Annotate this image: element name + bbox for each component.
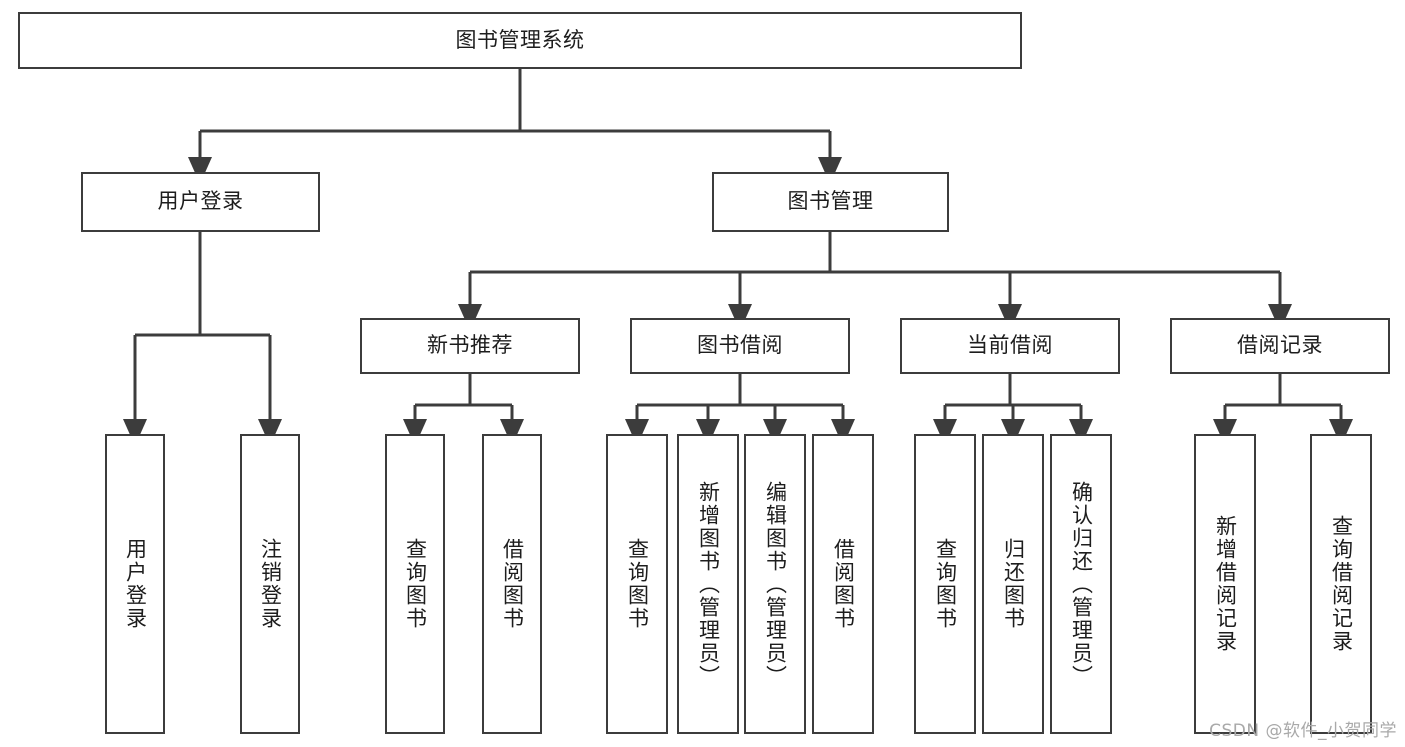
node-book-manage[interactable]: 图书管理: [712, 172, 949, 232]
node-leaf-add-record[interactable]: 新增借阅记录: [1194, 434, 1256, 734]
node-new-book-recommend-label: 新书推荐: [427, 333, 513, 358]
node-leaf-return-book[interactable]: 归还图书: [982, 434, 1044, 734]
node-root-label: 图书管理系统: [455, 27, 585, 52]
node-leaf-user-login-label: 用户登录: [123, 538, 148, 630]
node-leaf-confirm-return-label: 确认归还（管理员）: [1069, 480, 1094, 688]
node-user-login[interactable]: 用户登录: [81, 172, 320, 232]
node-leaf-logout-label: 注销登录: [258, 538, 283, 630]
node-leaf-add-book-label: 新增图书（管理员）: [696, 480, 721, 688]
node-leaf-borrow-book-1[interactable]: 借阅图书: [482, 434, 542, 734]
node-borrow-record[interactable]: 借阅记录: [1170, 318, 1390, 374]
node-leaf-borrow-book-2-label: 借阅图书: [831, 538, 856, 630]
node-leaf-return-book-label: 归还图书: [1001, 538, 1026, 630]
node-root[interactable]: 图书管理系统: [18, 12, 1022, 69]
node-leaf-query-record-label: 查询借阅记录: [1329, 515, 1354, 653]
node-leaf-query-book-1-label: 查询图书: [403, 538, 428, 630]
node-leaf-query-book-2-label: 查询图书: [625, 538, 650, 630]
node-leaf-query-record[interactable]: 查询借阅记录: [1310, 434, 1372, 734]
node-leaf-query-book-2[interactable]: 查询图书: [606, 434, 668, 734]
node-borrow-record-label: 借阅记录: [1237, 333, 1323, 358]
node-leaf-user-login[interactable]: 用户登录: [105, 434, 165, 734]
node-book-manage-label: 图书管理: [787, 189, 874, 214]
node-leaf-borrow-book-1-label: 借阅图书: [500, 538, 525, 630]
node-leaf-add-book[interactable]: 新增图书（管理员）: [677, 434, 739, 734]
node-book-borrow[interactable]: 图书借阅: [630, 318, 850, 374]
node-leaf-query-book-3[interactable]: 查询图书: [914, 434, 976, 734]
node-book-borrow-label: 图书借阅: [697, 333, 783, 358]
node-leaf-query-book-1[interactable]: 查询图书: [385, 434, 445, 734]
node-leaf-edit-book[interactable]: 编辑图书（管理员）: [744, 434, 806, 734]
node-current-borrow[interactable]: 当前借阅: [900, 318, 1120, 374]
node-leaf-borrow-book-2[interactable]: 借阅图书: [812, 434, 874, 734]
node-new-book-recommend[interactable]: 新书推荐: [360, 318, 580, 374]
node-leaf-logout[interactable]: 注销登录: [240, 434, 300, 734]
node-leaf-add-record-label: 新增借阅记录: [1213, 515, 1238, 653]
csdn-watermark: CSDN @软件_小贺同学: [1209, 721, 1397, 741]
node-leaf-query-book-3-label: 查询图书: [933, 538, 958, 630]
node-leaf-confirm-return[interactable]: 确认归还（管理员）: [1050, 434, 1112, 734]
node-leaf-edit-book-label: 编辑图书（管理员）: [763, 480, 788, 688]
node-current-borrow-label: 当前借阅: [967, 333, 1053, 358]
node-user-login-label: 用户登录: [157, 189, 244, 214]
